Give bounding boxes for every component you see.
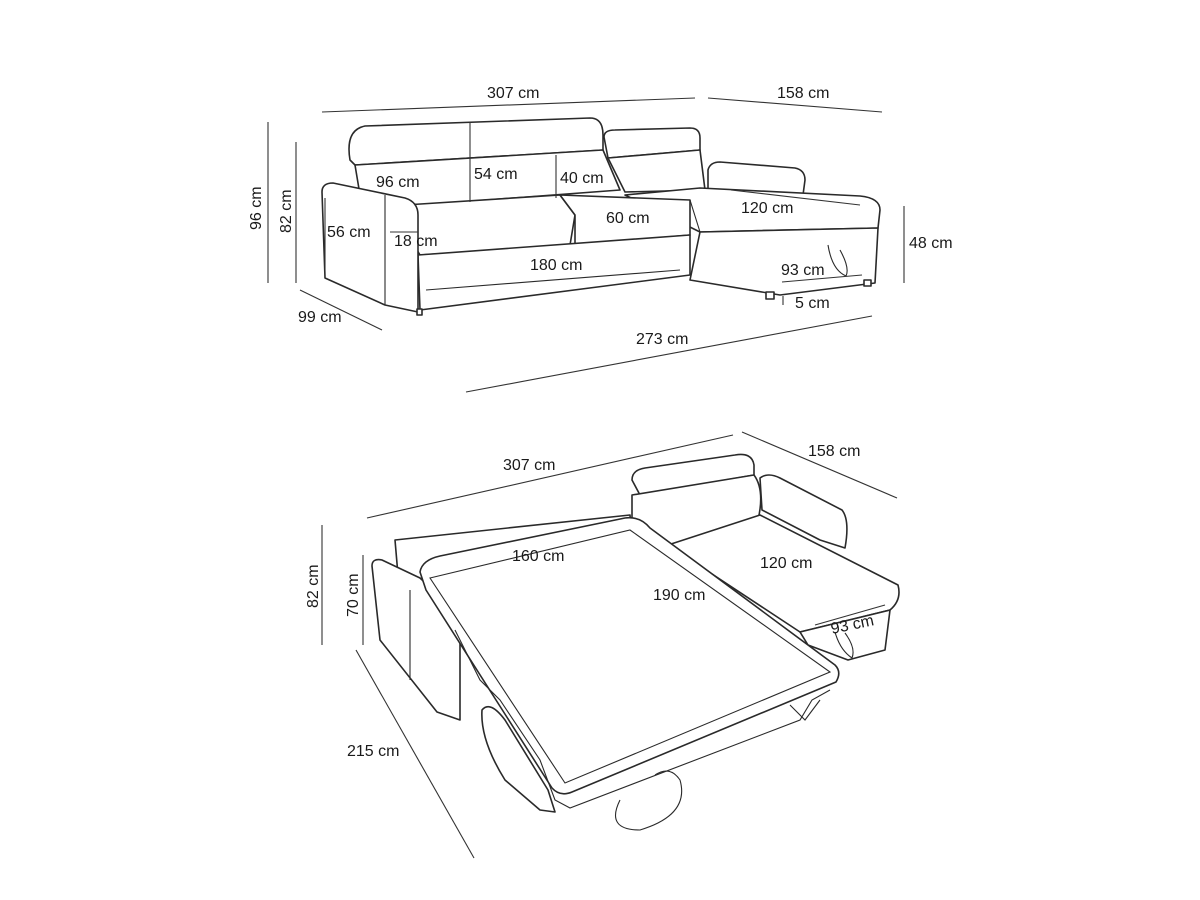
label-bed-width-main: 307 cm (503, 457, 555, 474)
label-height-back: 82 cm (278, 189, 295, 233)
label-bed-height: 70 cm (345, 573, 362, 617)
bed-view-labels: 307 cm 158 cm 160 cm 120 cm 190 cm 93 cm… (305, 443, 875, 760)
label-depth: 99 cm (298, 309, 342, 326)
label-bed-width-chaise: 158 cm (808, 443, 860, 460)
label-back-height: 54 cm (474, 166, 518, 183)
bottom-dimension-lines (321, 431, 898, 859)
label-headrest-adjust: 40 cm (560, 170, 604, 187)
label-chaise-length: 120 cm (741, 200, 793, 217)
label-armrest-height: 56 cm (327, 224, 371, 241)
corner-sofa-drawing (321, 117, 881, 316)
label-bed-height-back: 82 cm (305, 564, 322, 608)
label-leg-height: 5 cm (795, 295, 830, 312)
label-chaise-depth: 273 cm (636, 331, 688, 348)
label-width-main: 307 cm (487, 85, 539, 102)
top-view-labels: 307 cm 158 cm 96 cm 82 cm 96 cm 54 cm 40… (248, 85, 953, 348)
label-bed-length: 190 cm (653, 587, 705, 604)
top-dimension-lines (267, 97, 905, 393)
label-seat-height: 48 cm (909, 235, 953, 252)
sofa-bed-drawing (371, 453, 900, 831)
label-depth-open: 215 cm (347, 743, 399, 760)
label-height-total: 96 cm (248, 186, 265, 230)
label-bed-chaise-length: 120 cm (760, 555, 812, 572)
label-seat-depth: 60 cm (606, 210, 650, 227)
label-width-chaise: 158 cm (777, 85, 829, 102)
label-chaise-storage: 93 cm (781, 262, 825, 279)
label-armrest-width: 18 cm (394, 233, 438, 250)
label-bed-width: 160 cm (512, 548, 564, 565)
label-seat-width: 180 cm (530, 257, 582, 274)
label-headrest-width: 96 cm (376, 174, 420, 191)
